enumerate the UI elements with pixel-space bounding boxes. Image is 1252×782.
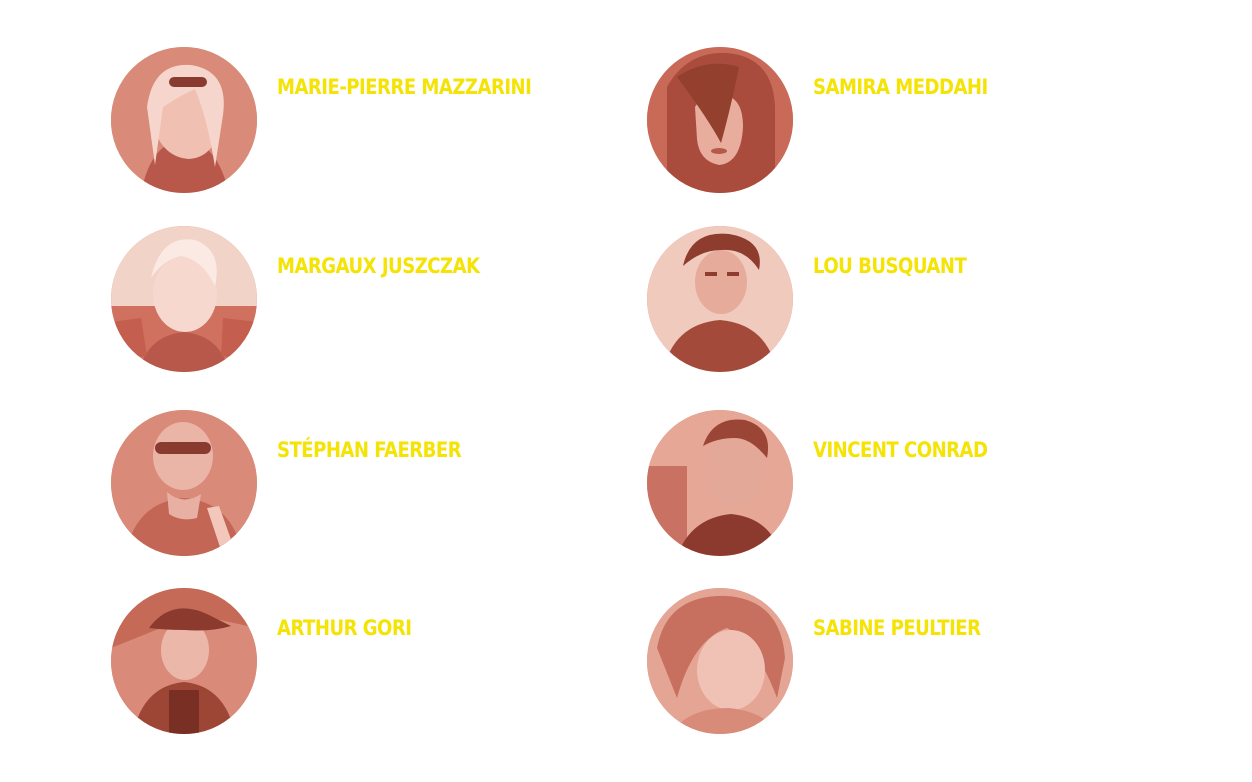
portrait-photo-icon [647,588,793,734]
member-name[interactable]: MARGAUX JUSZCZAK [277,254,480,278]
member-name[interactable]: MARIE-PIERRE MAZZARINI [277,75,532,99]
member-photo[interactable] [111,226,257,372]
member-photo[interactable] [647,226,793,372]
member-photo[interactable] [111,47,257,193]
member-photo[interactable] [111,588,257,734]
portrait-photo-icon [111,47,257,193]
member-name[interactable]: ARTHUR GORI [277,616,412,640]
member-photo[interactable] [111,410,257,556]
portrait-photo-icon [111,226,257,372]
portrait-photo-icon [647,410,793,556]
portrait-photo-icon [111,410,257,556]
portrait-photo-icon [647,47,793,193]
portrait-photo-icon [111,588,257,734]
portrait-photo-icon [647,226,793,372]
member-name[interactable]: SAMIRA MEDDAHI [813,75,988,99]
member-name[interactable]: STÉPHAN FAERBER [277,438,462,462]
member-photo[interactable] [647,588,793,734]
member-photo[interactable] [647,410,793,556]
member-name[interactable]: LOU BUSQUANT [813,254,967,278]
member-photo[interactable] [647,47,793,193]
member-name[interactable]: VINCENT CONRAD [813,438,988,462]
member-name[interactable]: SABINE PEULTIER [813,616,981,640]
